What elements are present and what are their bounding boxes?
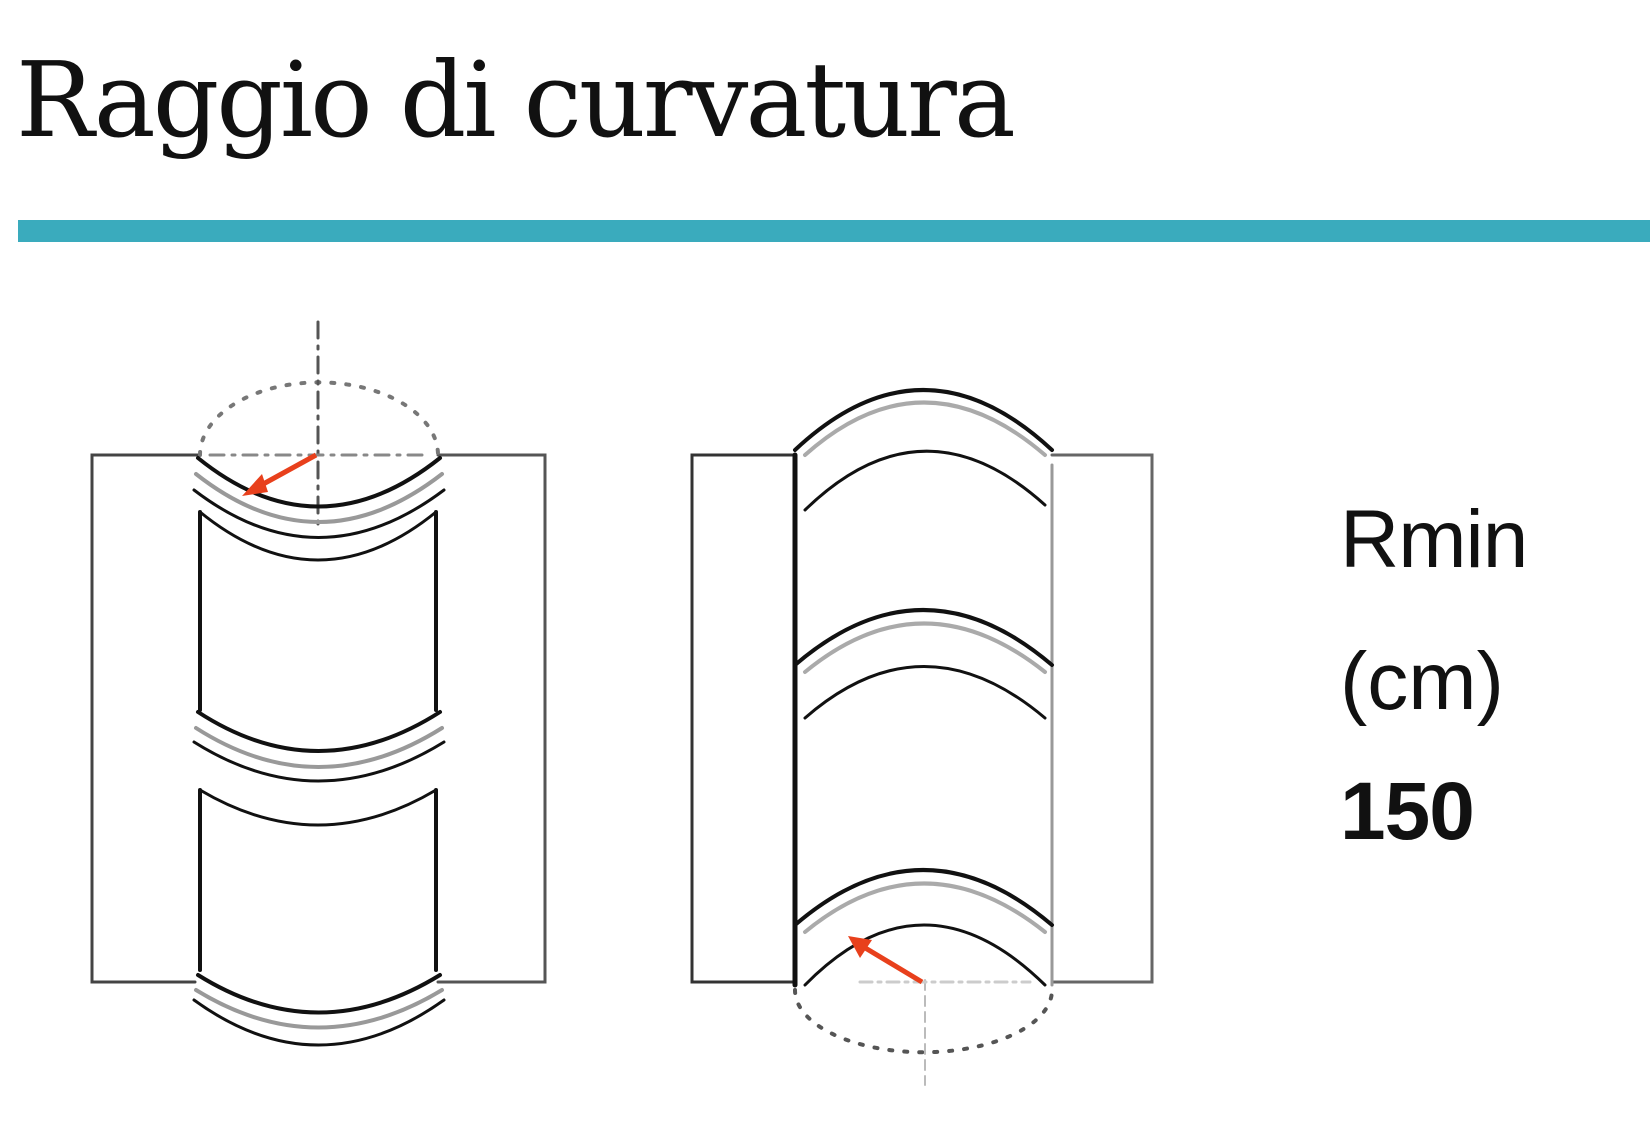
- concave-bend-illustration: [690, 388, 1154, 1086]
- radius-arrow-icon: [242, 452, 318, 496]
- spec-block: Rmin (cm) 150: [1340, 490, 1528, 862]
- convex-bend-illustration: [90, 320, 547, 1047]
- spec-label: Rmin: [1340, 494, 1528, 585]
- spec-unit: (cm): [1340, 636, 1504, 727]
- page-title: Raggio di curvatura: [16, 39, 1016, 161]
- radius-arrow-icon: [848, 936, 924, 985]
- spec-value: 150: [1340, 766, 1475, 857]
- title-divider: [18, 220, 1650, 242]
